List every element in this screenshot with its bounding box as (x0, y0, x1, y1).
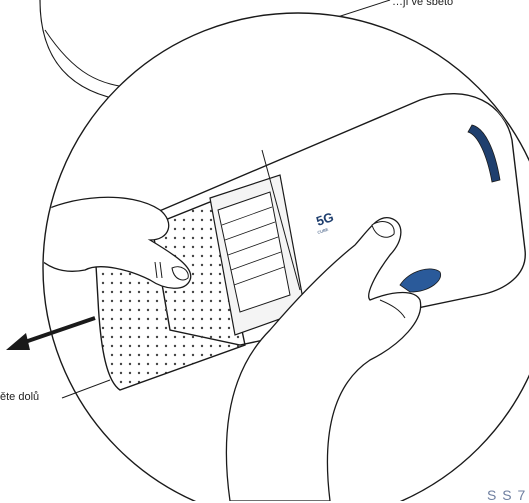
previous-step-sleeve (45, 30, 135, 88)
label-slide-down: ěte dolů (0, 391, 39, 403)
label-top-fragment: …jí ve sběto (392, 0, 453, 8)
